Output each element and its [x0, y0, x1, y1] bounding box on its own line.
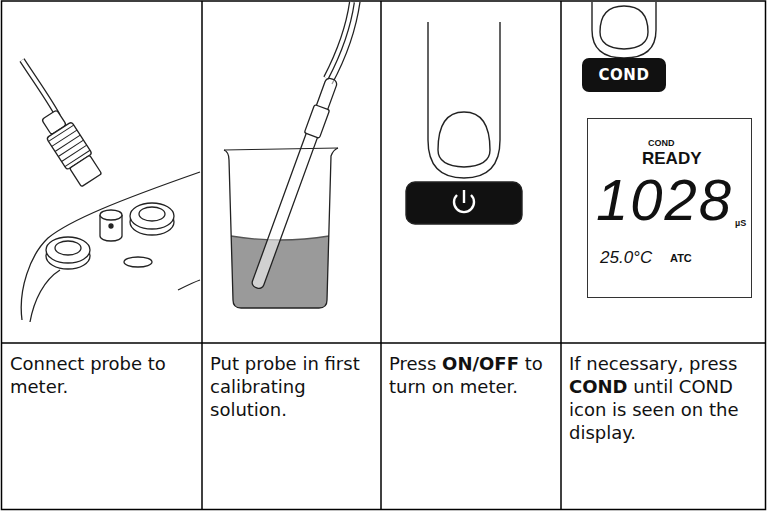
plug-ribs: [49, 125, 90, 166]
plug-rib: [52, 130, 77, 146]
column-line: [380, 1, 382, 510]
step-caption: If necessary, press: [569, 353, 737, 374]
plug-rib: [55, 135, 80, 151]
socket: [130, 203, 174, 229]
button-label: COND: [599, 66, 650, 84]
beaker-illustration: [224, 2, 360, 308]
probe: [249, 76, 340, 290]
column-line: [560, 1, 562, 510]
table-cell: Put probe in first calibrating solution.: [210, 352, 374, 421]
row-line: [2, 342, 766, 344]
probe-body: [251, 77, 338, 290]
atc-indicator: ATC: [670, 253, 692, 264]
plug-rib: [49, 125, 74, 141]
reading-value: 1028: [596, 171, 733, 229]
meter-body-edge: [178, 280, 200, 290]
cond-button: COND: [582, 58, 666, 92]
status-indicator: READY: [642, 150, 702, 167]
fingernail: [600, 6, 648, 49]
table-cell: If necessary, press COND until COND icon…: [569, 352, 759, 444]
step-caption: Connect probe to meter.: [10, 353, 166, 397]
slot: [124, 257, 152, 267]
button-name: ON/OFF: [442, 353, 519, 374]
fingernail: [438, 112, 490, 167]
temperature-value: 25.0°C: [600, 249, 652, 266]
plug-rib: [62, 145, 87, 161]
beaker: [224, 148, 338, 308]
lcd-display: COND READY 1028µS 25.0°C ATC: [587, 118, 752, 298]
socket-inner: [55, 241, 81, 255]
finger: [592, 2, 656, 58]
finger: [428, 22, 500, 178]
solution: [231, 236, 329, 308]
button-name: COND: [569, 376, 628, 397]
meter-illustration: [21, 60, 200, 322]
plug-rib: [65, 150, 90, 166]
step-caption: Put probe in first calibrating solution.: [210, 353, 360, 420]
cond-illustration: [592, 2, 656, 58]
column-line: [201, 1, 203, 510]
cable-inner: [22, 60, 58, 116]
post-hole: [109, 224, 113, 228]
plug: [37, 107, 105, 189]
step-caption: Press: [389, 353, 436, 374]
plug-rib: [58, 140, 83, 156]
beaker-rim: [224, 148, 338, 150]
cable: [22, 60, 58, 116]
socket: [46, 237, 90, 263]
post-top: [100, 210, 122, 220]
meter-body-outline: [21, 172, 200, 320]
probe-cable-inner: [326, 2, 352, 78]
probe-cable: [326, 2, 352, 78]
power-illustration: [406, 22, 522, 224]
power-icon: [463, 190, 465, 203]
meter-body-edge: [30, 270, 60, 322]
table-cell: Connect probe to meter.: [10, 352, 194, 398]
probe-collar: [304, 105, 329, 139]
probe-cable-second: [332, 2, 360, 84]
table-cell: Press ON/OFF to turn on meter.: [389, 352, 554, 398]
power-button: [406, 182, 522, 224]
mode-icon: COND: [648, 139, 675, 148]
socket-inner: [139, 207, 165, 221]
unit-label: µS: [735, 219, 746, 228]
